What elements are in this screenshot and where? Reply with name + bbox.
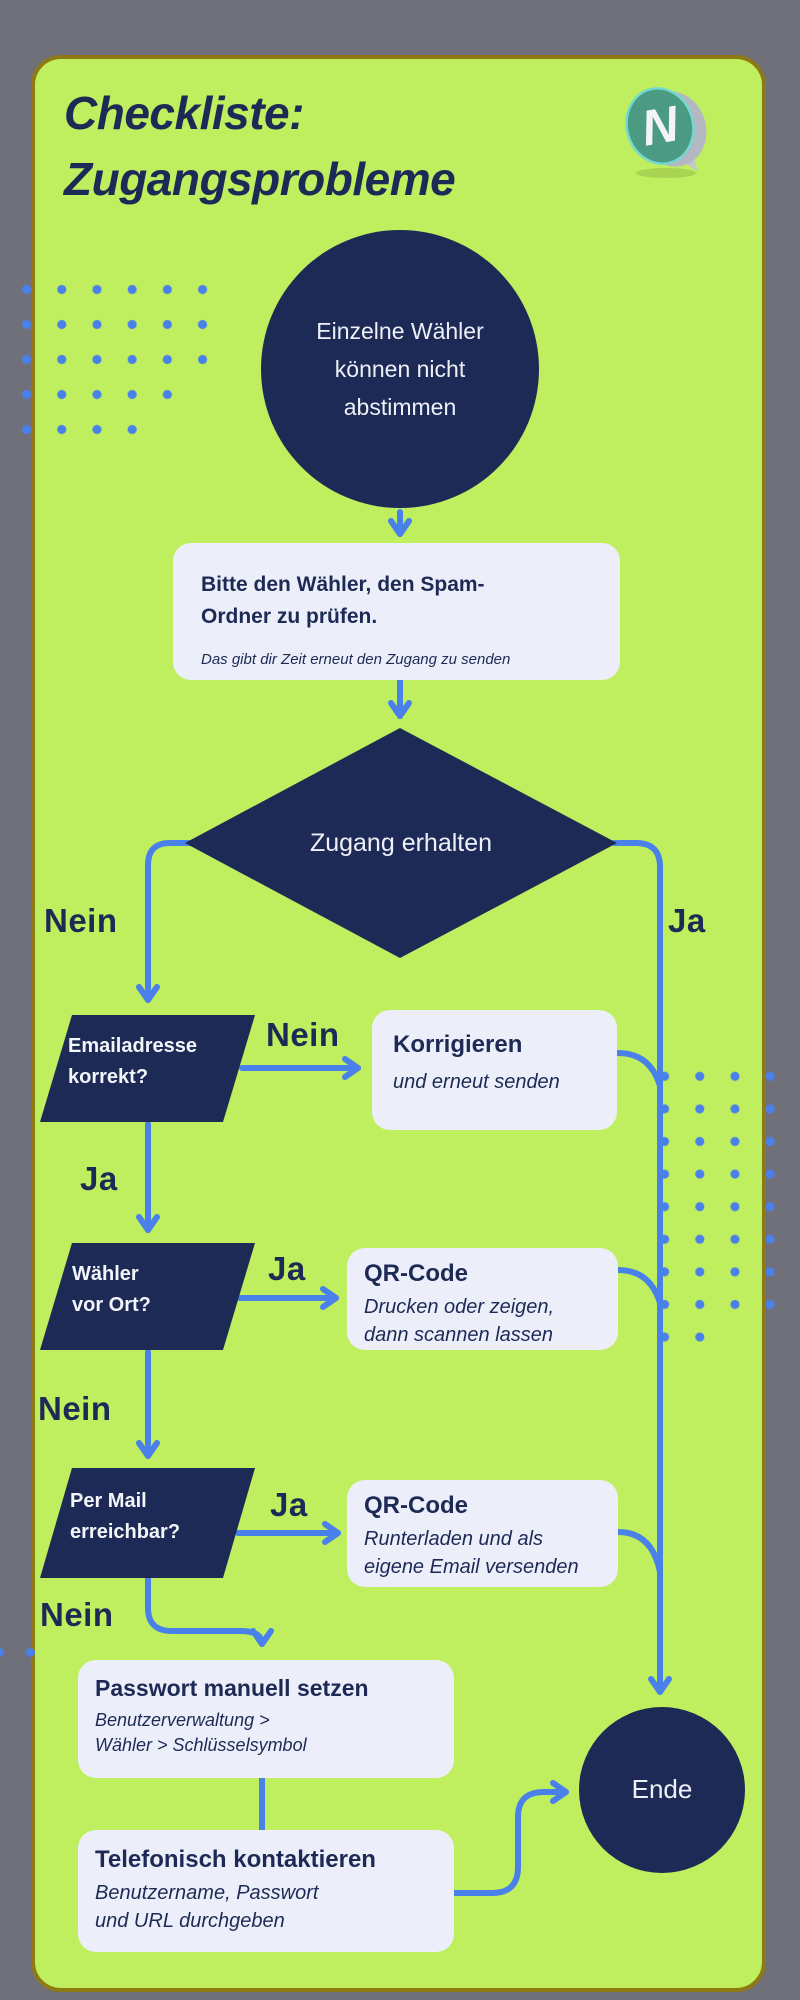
edge-qr-send-merge	[615, 1529, 663, 1575]
title-line-1: Checkliste:	[64, 87, 304, 139]
edge-phone-to-end	[451, 1780, 569, 1896]
title-line-2: Zugangsprobleme	[64, 153, 456, 205]
edge-decision-no	[136, 840, 193, 1003]
label-email-yes: Ja	[80, 1160, 118, 1197]
start-node-label: Einzelne Wähler können nicht abstimmen	[261, 312, 539, 426]
start-line-2: können nicht	[334, 356, 466, 382]
qr-print-note-line-1: Drucken oder zeigen,	[364, 1296, 555, 1318]
connector-lines	[136, 509, 672, 1896]
label-email-no: Nein	[266, 1016, 340, 1053]
password-note-line-2: Wähler > Schlüsselsymbol	[95, 1735, 307, 1755]
onsite-check-label: Wähler vor Ort?	[72, 1259, 151, 1321]
qr-send-note: Runterladen und als eigene Email versend…	[364, 1525, 618, 1581]
phone-title: Telefonisch kontaktieren	[95, 1846, 376, 1873]
qr-send-box: QR-Code Runterladen und als eigene Email…	[347, 1480, 618, 1587]
label-decision-no: Nein	[44, 902, 118, 939]
decision-label: Zugang erhalten	[309, 829, 493, 857]
korrigieren-title: Korrigieren	[393, 1031, 523, 1058]
label-decision-yes: Ja	[668, 902, 706, 939]
page-title: Checkliste: Zugangsprobleme	[64, 80, 456, 212]
qr-print-title: QR-Code	[364, 1260, 468, 1287]
edge-decision-yes-to-end	[611, 840, 672, 1695]
spam-check-note: Das gibt dir Zeit erneut den Zugang zu s…	[201, 651, 511, 668]
spam-title-line-1: Bitte den Wähler, den Spam-	[201, 573, 485, 596]
mail-check-line-1: Per Mail	[70, 1490, 147, 1512]
onsite-check-line-1: Wähler	[72, 1263, 139, 1285]
spam-check-title: Bitte den Wähler, den Spam- Ordner zu pr…	[201, 569, 596, 633]
onsite-check-parallelogram	[40, 1243, 255, 1350]
email-check-line-1: Emailadresse	[68, 1035, 197, 1057]
start-node-circle	[261, 230, 539, 508]
logo-shadow	[636, 168, 696, 178]
edge-korrigieren-merge	[615, 1050, 663, 1089]
flowchart-shapes	[40, 230, 745, 1873]
phone-note-line-2: und URL durchgeben	[95, 1910, 285, 1932]
label-mail-yes: Ja	[270, 1486, 308, 1523]
qr-print-note-line-2: dann scannen lassen	[364, 1324, 554, 1346]
dot-pattern-right	[647, 1060, 789, 1354]
korrigieren-box: Korrigieren und erneut senden	[372, 1010, 617, 1130]
spam-check-box: Bitte den Wähler, den Spam- Ordner zu pr…	[173, 543, 620, 680]
stray-dot	[26, 1648, 35, 1657]
email-check-label: Emailadresse korrekt?	[68, 1031, 197, 1093]
label-onsite-yes: Ja	[268, 1250, 306, 1287]
password-note: Benutzerverwaltung > Wähler > Schlüssels…	[95, 1708, 454, 1758]
onsite-check-line-2: vor Ort?	[72, 1294, 151, 1316]
phone-box: Telefonisch kontaktieren Benutzername, P…	[78, 1830, 454, 1952]
end-node-circle	[579, 1707, 745, 1873]
edge-mail-no	[145, 1575, 274, 1647]
phone-note: Benutzername, Passwort und URL durchgebe…	[95, 1879, 454, 1935]
password-title: Passwort manuell setzen	[95, 1675, 369, 1701]
spam-title-line-2: Ordner zu prüfen.	[201, 605, 378, 628]
label-mail-no: Nein	[40, 1596, 114, 1633]
edge-qr-print-merge	[615, 1267, 663, 1306]
mail-check-line-2: erreichbar?	[70, 1521, 181, 1543]
korrigieren-note: und erneut senden	[393, 1071, 560, 1093]
password-box: Passwort manuell setzen Benutzerverwaltu…	[78, 1660, 454, 1778]
start-line-3: abstimmen	[343, 394, 457, 420]
qr-send-note-line-2: eigene Email versenden	[364, 1556, 579, 1578]
decision-diamond	[185, 728, 617, 958]
label-onsite-no: Nein	[38, 1390, 112, 1427]
logo-bubble-face	[625, 87, 695, 165]
email-check-line-2: korrekt?	[68, 1066, 149, 1088]
email-check-parallelogram	[40, 1015, 255, 1122]
qr-send-note-line-1: Runterladen und als	[364, 1528, 544, 1550]
mail-check-parallelogram	[40, 1468, 255, 1578]
end-node-label: Ende	[631, 1774, 693, 1804]
password-note-line-1: Benutzerverwaltung >	[95, 1710, 270, 1730]
qr-print-box: QR-Code Drucken oder zeigen, dann scanne…	[347, 1248, 618, 1350]
qr-print-note: Drucken oder zeigen, dann scannen lassen	[364, 1293, 618, 1349]
start-line-1: Einzelne Wähler	[316, 318, 484, 344]
phone-note-line-1: Benutzername, Passwort	[95, 1882, 319, 1904]
brand-logo: N	[625, 87, 707, 178]
qr-send-title: QR-Code	[364, 1492, 468, 1519]
stray-dot	[0, 1648, 4, 1657]
mail-check-label: Per Mail erreichbar?	[70, 1486, 180, 1548]
